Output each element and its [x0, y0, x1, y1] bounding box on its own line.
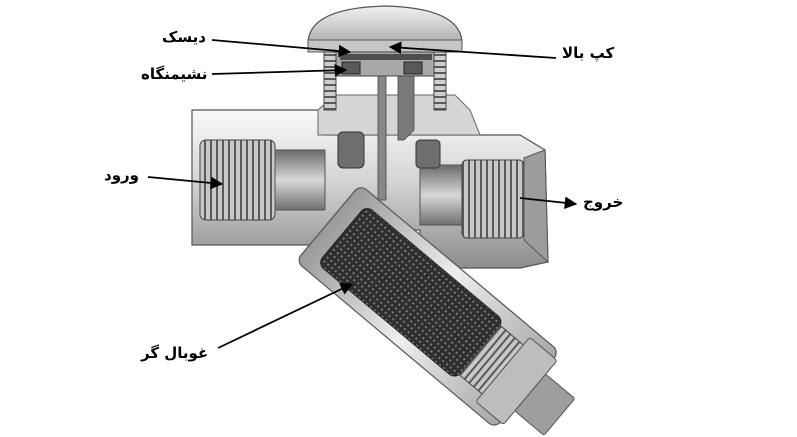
label-strainer: غوبال گر	[141, 344, 209, 362]
label-top-cap: کپ بالا	[562, 44, 615, 62]
arrow-seat	[211, 64, 348, 77]
arrow-top-cap	[388, 41, 557, 59]
label-outlet: خروج	[583, 193, 624, 211]
arrow-strainer	[217, 283, 354, 349]
strainer-housing	[298, 187, 575, 436]
disc	[340, 54, 432, 60]
internal-passages	[337, 69, 441, 201]
inlet-port	[199, 139, 326, 221]
outlet-port	[419, 149, 549, 264]
arrow-disk	[211, 39, 352, 58]
label-disk: دیسک	[162, 28, 206, 46]
label-inlet: ورود	[104, 166, 139, 184]
leader-arrows	[147, 39, 578, 349]
label-seat: نشیمنگاه	[141, 65, 208, 83]
arrow-outlet	[519, 196, 578, 210]
arrow-inlet	[147, 176, 224, 190]
